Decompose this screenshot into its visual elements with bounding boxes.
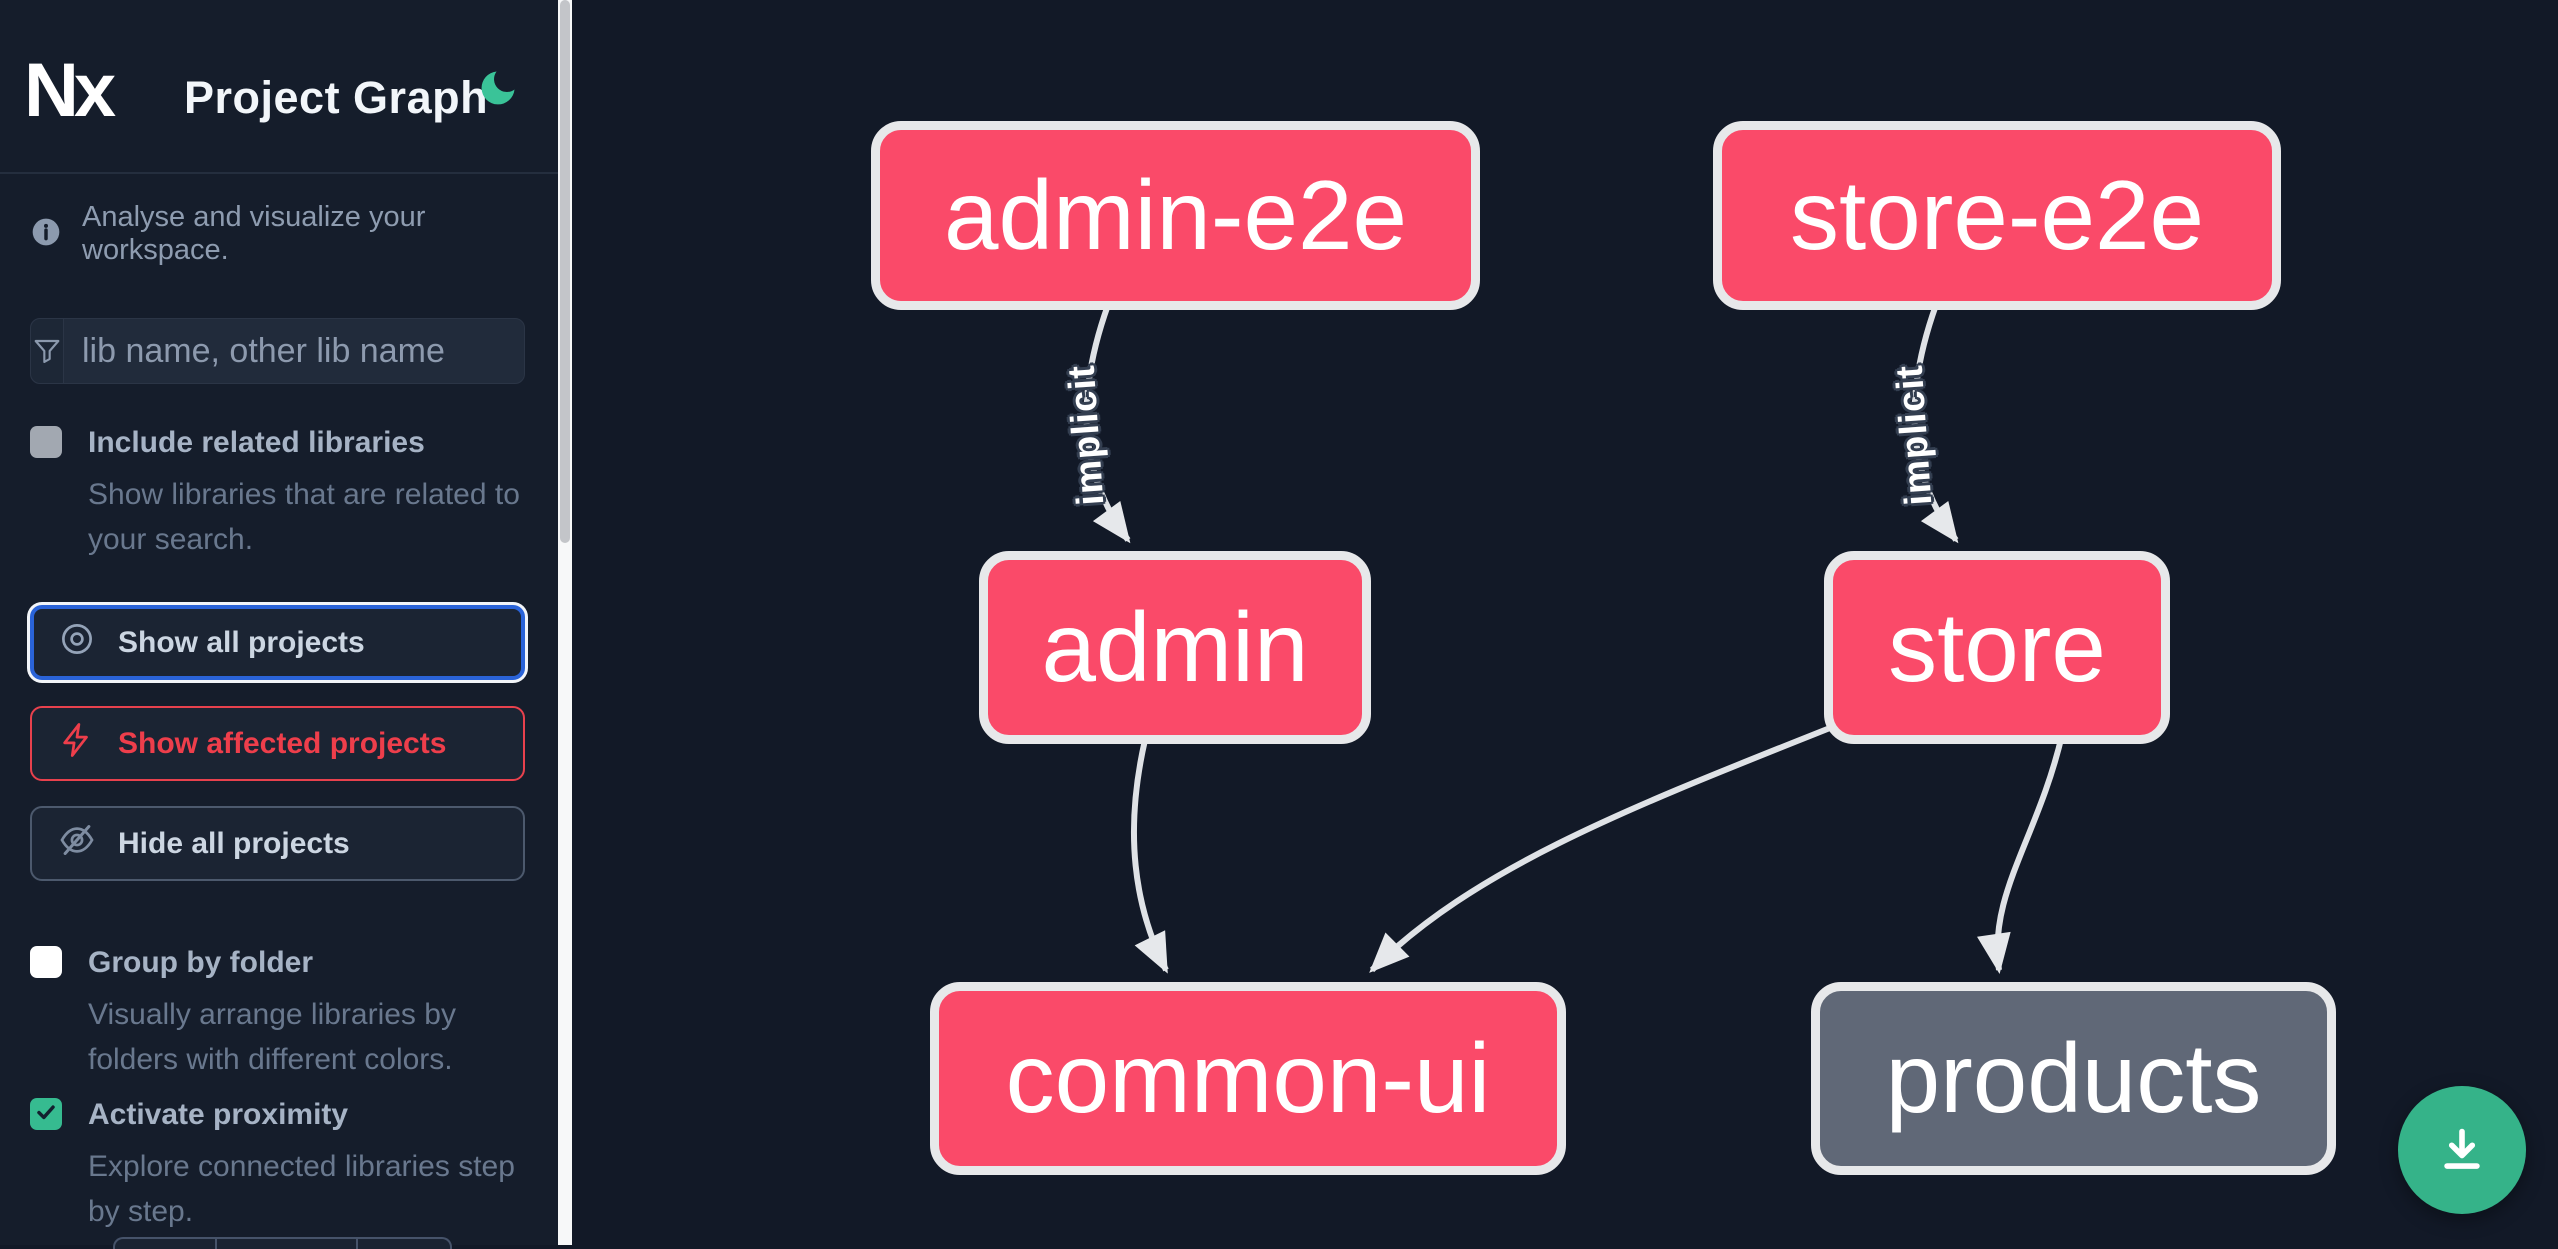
header-divider — [0, 172, 558, 174]
group-by-folder-checkbox[interactable] — [30, 946, 62, 978]
graph-node-admin[interactable]: admin — [979, 551, 1371, 744]
activate-proximity-label[interactable]: Activate proximity — [88, 1098, 349, 1131]
search-input[interactable] — [64, 319, 525, 383]
eye-off-icon — [58, 821, 96, 867]
graph-node-common-ui[interactable]: common-ui — [930, 982, 1566, 1175]
stepper-divider — [215, 1239, 217, 1249]
nx-logo: Nx — [24, 48, 124, 133]
show-affected-projects-label: Show affected projects — [118, 726, 447, 760]
search-box — [30, 318, 525, 384]
edge-store-to-common-ui — [1369, 713, 1862, 973]
show-all-projects-button[interactable]: Show all projects — [30, 605, 525, 680]
include-related-libraries-checkbox — [30, 426, 62, 458]
edge-admin-to-common-ui — [1130, 739, 1169, 974]
graph-node-products[interactable]: products — [1811, 982, 2336, 1175]
graph-node-store-e2e[interactable]: store-e2e — [1713, 121, 2281, 310]
sidebar-scrollbar-track[interactable] — [558, 0, 572, 1245]
sidebar-scrollbar-thumb[interactable] — [560, 0, 570, 543]
page-title: Project Graph — [184, 72, 489, 123]
graph-node-admin-e2e[interactable]: admin-e2e — [871, 121, 1480, 310]
hide-all-projects-button[interactable]: Hide all projects — [30, 806, 525, 881]
check-icon — [33, 1099, 59, 1130]
group-by-folder-description: Visually arrange libraries by folders wi… — [88, 998, 456, 1076]
show-affected-projects-button[interactable]: Show affected projects — [30, 706, 525, 781]
download-image-button[interactable] — [2398, 1086, 2526, 1214]
theme-toggle-button[interactable] — [476, 66, 520, 110]
funnel-filter-icon — [31, 319, 64, 383]
download-icon — [2434, 1121, 2490, 1180]
group-by-folder-label[interactable]: Group by folder — [88, 946, 313, 979]
hide-all-projects-label: Hide all projects — [118, 826, 350, 860]
edge-store-to-products — [1977, 734, 2065, 974]
eye-icon — [58, 620, 96, 666]
include-related-libraries-description: Show libraries that are related to your … — [88, 478, 520, 556]
bolt-icon — [58, 721, 96, 767]
sidebar: Nx Project Graph Analyse and visualize y… — [0, 0, 558, 1249]
tagline-text: Analyse and visualize your workspace. — [82, 201, 426, 266]
info-icon — [30, 216, 62, 253]
include-related-libraries-label: Include related libraries — [88, 426, 425, 459]
activate-proximity-checkbox[interactable] — [30, 1098, 62, 1130]
edge-admin-e2e-to-admin — [1083, 303, 1131, 544]
moon-icon — [476, 71, 520, 113]
stepper-divider — [356, 1239, 358, 1249]
nx-logo-text: Nx — [28, 54, 116, 124]
show-all-projects-label: Show all projects — [118, 625, 365, 659]
edge-store-e2e-to-store — [1911, 303, 1959, 544]
activate-proximity-description: Explore connected libraries step by step… — [88, 1150, 515, 1228]
graph-node-store[interactable]: store — [1824, 551, 2170, 744]
